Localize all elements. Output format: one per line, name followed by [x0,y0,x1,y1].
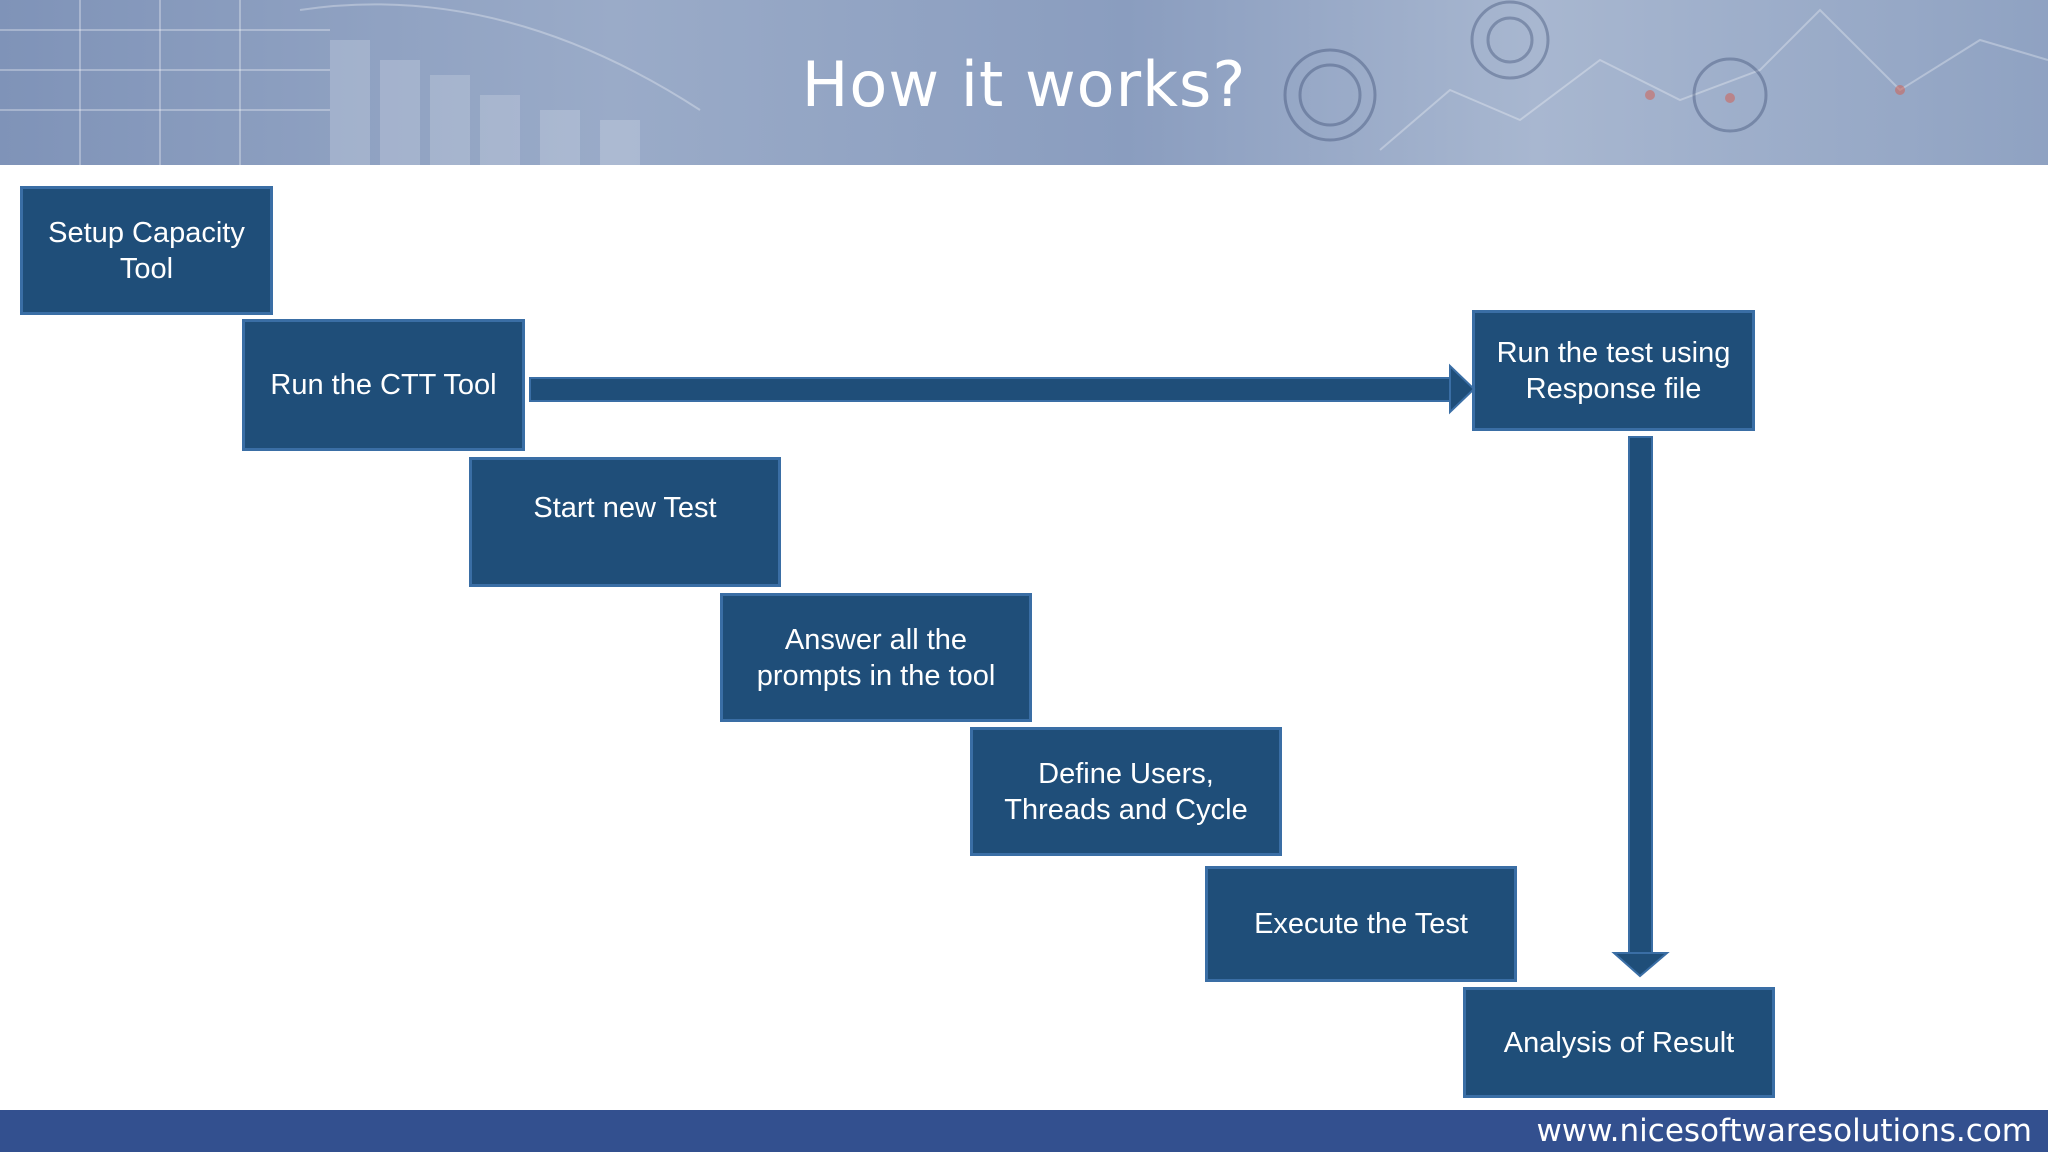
step-start-new-test: Start new Test [469,457,781,587]
slide-title: How it works? [801,48,1247,121]
step-analysis-of-result: Analysis of Result [1463,987,1775,1098]
slide-footer-bar: www.nicesoftwaresolutions.com [0,1110,2048,1152]
step-run-test-response-file: Run the test using Response file [1472,310,1755,431]
arrow-down-connector [1611,436,1670,978]
step-answer-prompts: Answer all the prompts in the tool [720,593,1032,722]
step-execute-test: Execute the Test [1205,866,1517,982]
step-run-ctt-tool: Run the CTT Tool [242,319,525,451]
step-define-users-threads-cycle: Define Users, Threads and Cycle [970,727,1282,856]
header-background-chart-graphic [0,0,2048,165]
arrow-right-connector [529,363,1476,415]
footer-website-url: www.nicesoftwaresolutions.com [1536,1113,2032,1149]
slide-header-banner: How it works? [0,0,2048,165]
step-setup-capacity-tool: Setup Capacity Tool [20,186,273,315]
